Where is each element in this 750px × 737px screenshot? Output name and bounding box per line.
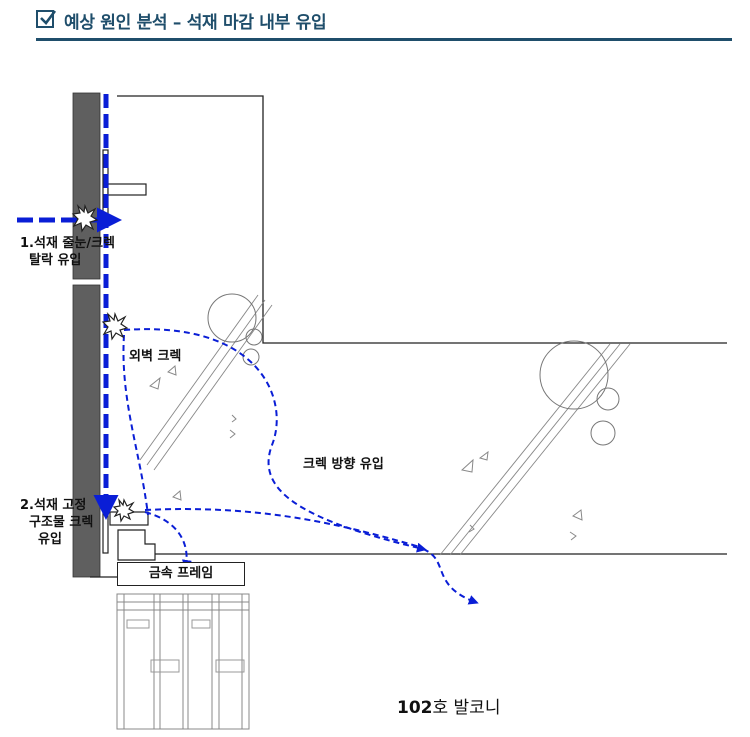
stone-cladding	[72, 92, 101, 578]
metal-frame-label: 금속 프레임	[117, 562, 245, 586]
path2-label: 2.석재 고정 구조물 크렉 유입	[20, 497, 93, 548]
path2-label-line1: 2.석재 고정	[20, 498, 87, 513]
anchor-leak-path	[144, 508, 424, 549]
section-header: 예상 원인 분석 – 석재 마감 내부 유입	[36, 8, 732, 41]
checkbox-icon	[36, 10, 57, 28]
path1-label: 1.석재 줄눈/크렉 탈락 유입	[20, 235, 115, 269]
concrete-slab	[117, 95, 727, 555]
aggregate-circles	[207, 293, 620, 446]
caption-number: 102	[397, 698, 433, 718]
crack-drop-curve	[122, 334, 149, 516]
crack-path-curve	[123, 328, 427, 553]
burst-icon-anchor	[112, 497, 136, 523]
window-frame-section	[116, 593, 250, 730]
aggregate-marks	[149, 365, 583, 541]
path1-label-line2: 탈락 유입	[29, 253, 82, 268]
water-paths	[17, 94, 479, 605]
path2-label-line2: 구조물 크렉	[29, 515, 94, 530]
location-caption: 102호 발코니	[397, 693, 500, 718]
path1-label-line1: 1.석재 줄눈/크렉	[20, 236, 116, 251]
burst-icon-crack	[101, 311, 129, 341]
slab-bottom-drip	[422, 548, 479, 605]
exterior-crack-label: 외벽 크렉	[129, 349, 182, 364]
burst-icon-joint	[71, 203, 99, 233]
caption-text: 호 발코니	[432, 698, 501, 718]
path2-label-line3: 유입	[38, 532, 62, 547]
concrete-hatch	[139, 294, 631, 556]
crack-direction-label: 크렉 방향 유입	[303, 457, 384, 472]
page-title: 예상 원인 분석 – 석재 마감 내부 유입	[64, 13, 327, 33]
